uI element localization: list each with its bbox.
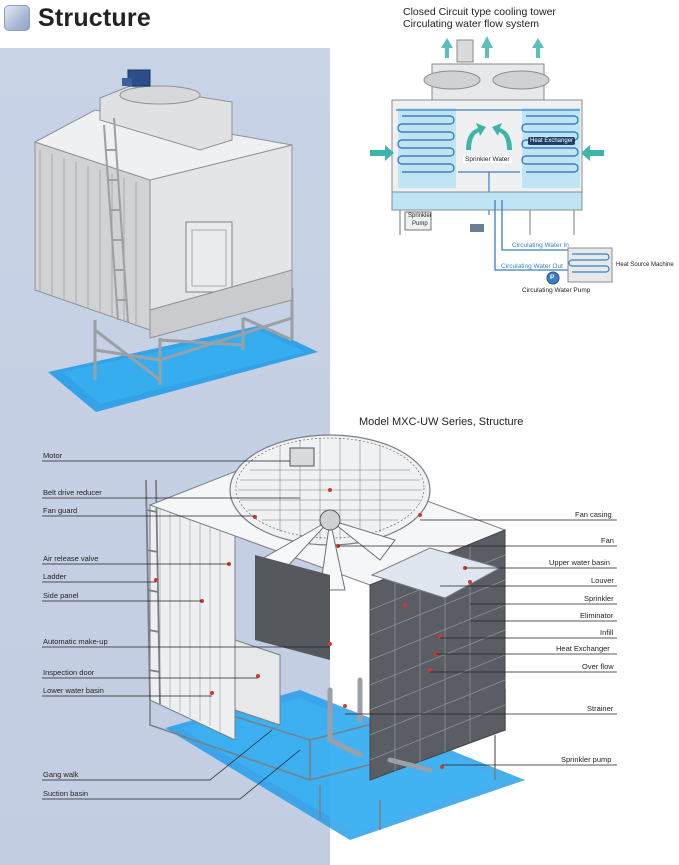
page-header: Structure [4, 2, 151, 34]
label-sprinkler: Sprinkler [584, 594, 614, 603]
label-ladder: Ladder [43, 572, 67, 581]
label-circulating-water-out: Circulating Water Out [501, 263, 563, 270]
label-circulating-water-in: Circulating Water In [512, 242, 569, 249]
label-sprinkler-pump-1: Sprinkler [408, 213, 432, 219]
flow-diagram-title-line2: Circulating water flow system [403, 18, 539, 30]
label-lower-water-basin: Lower water basin [43, 686, 104, 695]
label-automatic-make-up: Automatic make-up [43, 637, 108, 646]
section-square-icon [4, 5, 30, 31]
label-fan-guard: Fan guard [43, 506, 78, 515]
label-infill: Infill [600, 628, 614, 637]
label-fan-casing: Fan casing [575, 510, 612, 519]
label-louver: Louver [591, 576, 614, 585]
label-fan: Fan [601, 536, 614, 545]
label-sprinkler-water: Sprinkler Water [463, 156, 512, 163]
label-suction-basin: Suction basin [43, 789, 89, 798]
label-motor: Motor [43, 451, 63, 460]
label-belt-drive-reducer: Belt drive reducer [43, 488, 102, 497]
label-inspection-door: Inspection door [43, 668, 95, 677]
label-side-panel: Side panel [43, 591, 79, 600]
pump-symbol: P [550, 274, 555, 281]
page-title: Structure [38, 3, 151, 32]
structure-title: Model MXC-UW Series, Structure [359, 416, 524, 428]
label-eliminator: Eliminator [580, 611, 614, 620]
label-heat-exchanger-flow: Heat Exchanger [528, 137, 576, 145]
label-circulating-water-pump: Circulating Water Pump [522, 287, 591, 294]
label-strainer: Strainer [587, 704, 614, 713]
label-gang-walk: Gang walk [43, 770, 79, 779]
exhaust-arrows [441, 36, 544, 58]
label-sprinkler-pump: Sprinkler pump [561, 755, 612, 764]
label-air-release-valve: Air release valve [43, 554, 99, 563]
label-heat-source-machine: Heat Source Machine [616, 262, 674, 268]
flow-diagram-title-line1: Closed Circuit type cooling tower [403, 6, 556, 18]
label-heat-exchanger: Heat Exchanger [556, 644, 610, 653]
label-upper-water-basin: Upper water basin [549, 558, 610, 567]
label-over-flow: Over flow [582, 662, 614, 671]
label-sprinkler-pump-2: Pump [412, 221, 428, 227]
